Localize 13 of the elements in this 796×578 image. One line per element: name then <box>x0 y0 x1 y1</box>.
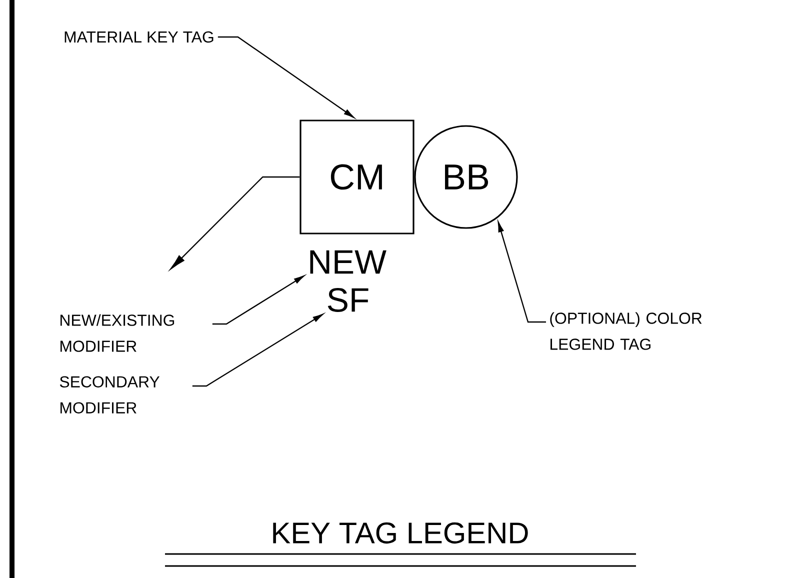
leader-line <box>498 222 546 323</box>
callout-label: (OPTIONAL) COLOR LEGEND TAG <box>550 312 702 350</box>
callout-label: MATERIAL KEY TAG <box>64 31 214 43</box>
modifier-text: NEW <box>310 250 386 274</box>
callout-label: NEW/EXISTING MODIFIER <box>60 314 174 352</box>
modifier-text: SF <box>328 288 368 312</box>
tag-box: CM <box>300 120 414 234</box>
callout-label: SECONDARY MODIFIER <box>60 376 160 414</box>
arrow <box>170 176 300 270</box>
legend-title: KEY TAG LEGEND <box>273 522 528 544</box>
leader-line <box>218 36 354 118</box>
leader-line <box>192 314 324 387</box>
leader-line <box>212 275 304 325</box>
